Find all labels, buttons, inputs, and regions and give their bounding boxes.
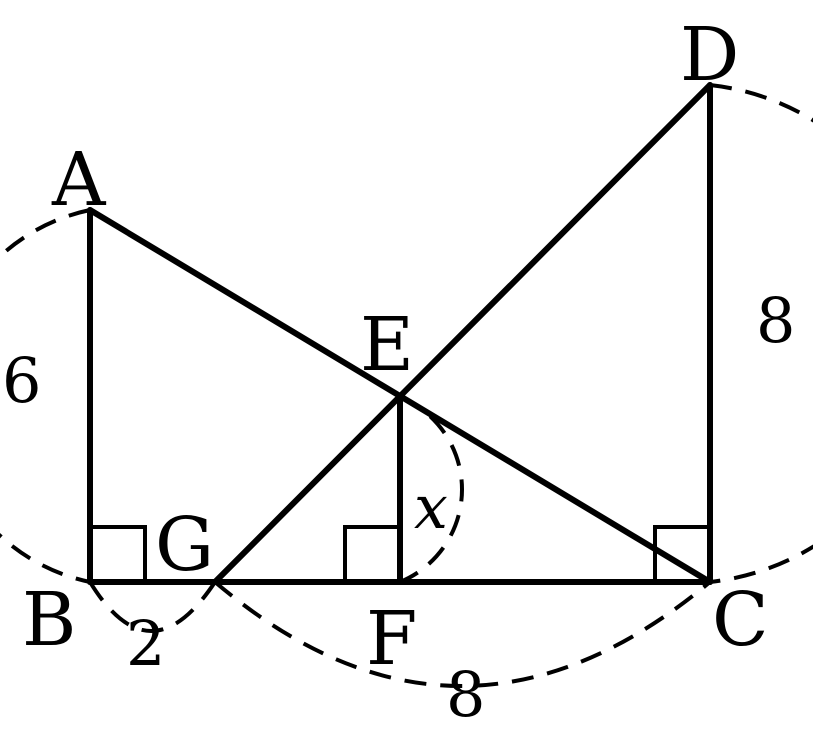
right-angle-c: [653, 525, 710, 582]
label-bg-length: 2: [126, 607, 165, 680]
right-angle-b: [90, 525, 147, 582]
segment-gd: [212, 82, 713, 585]
label-point-g: G: [155, 502, 214, 588]
label-point-f: F: [366, 596, 417, 682]
label-point-e: E: [360, 302, 414, 388]
arc-ab: [0, 208, 91, 584]
label-ef-length: x: [414, 473, 448, 543]
label-point-c: C: [712, 577, 769, 663]
label-ab-length: 6: [2, 344, 41, 417]
label-point-b: B: [22, 577, 76, 663]
arc-gc: [213, 580, 712, 688]
arc-ef: [399, 395, 464, 584]
label-cd-length: 8: [756, 284, 795, 357]
label-point-d: D: [680, 12, 739, 98]
label-gc-length: 8: [446, 658, 485, 731]
arc-bg: [88, 580, 217, 633]
label-point-a: A: [51, 137, 107, 223]
right-angle-f: [343, 525, 400, 582]
